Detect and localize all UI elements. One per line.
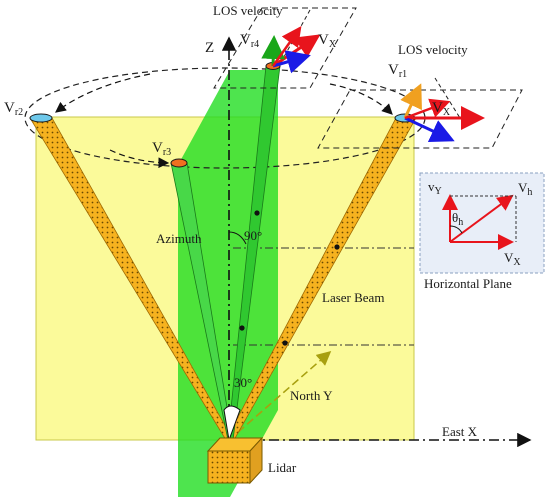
los-velocity-label-right: LOS velocity — [398, 42, 468, 57]
vector-blue-top — [272, 50, 311, 74]
beam-point — [282, 340, 288, 346]
vector-blue-right — [404, 116, 455, 142]
beam-point — [254, 210, 260, 216]
azimuth-label: Azimuth — [156, 231, 202, 246]
beam-tip-vr3 — [170, 158, 188, 168]
vector-red-diag-right — [404, 98, 451, 120]
lidar-label: Lidar — [268, 460, 297, 475]
scan-arrow-left — [55, 73, 151, 113]
inset-vh-label: Vh — [518, 180, 532, 198]
beam-point — [334, 244, 340, 250]
vr4-label: Vr4 — [240, 32, 259, 50]
beam-point — [239, 325, 245, 331]
los-plane-right — [317, 89, 523, 149]
inset-theta-label: θh — [452, 210, 463, 228]
vector-orange-right — [400, 83, 422, 119]
scan-arrow-right — [329, 83, 393, 115]
lidar-box — [206, 436, 264, 485]
los-velocity-label-top: LOS velocity — [213, 3, 283, 18]
vx-right-label: VX — [432, 100, 451, 118]
angle-arc-30 — [223, 405, 241, 442]
north-y-label: North Y — [290, 388, 333, 403]
inset-vx-label: VX — [504, 250, 521, 268]
horizontal-plane-inset — [419, 172, 545, 274]
vector-red-diag-top — [271, 25, 302, 67]
z-axis-label: Z — [205, 40, 214, 56]
los-plane-top — [213, 7, 357, 89]
vr1-label: Vr1 — [388, 62, 407, 80]
east-x-label: East X — [442, 424, 478, 439]
scan-arrow-bottom — [109, 149, 170, 169]
vector-vx-top — [272, 34, 321, 68]
vr2-label: Vr2 — [4, 100, 23, 118]
laser-beam-label: Laser Beam — [322, 290, 384, 305]
vector-green-top — [261, 35, 286, 67]
angle-arc-90 — [228, 231, 247, 245]
inset-vy-label: vY — [428, 179, 442, 197]
vr3-label: Vr3 — [152, 140, 171, 158]
horizontal-plane-label: Horizontal Plane — [424, 276, 512, 291]
vx-top-label: VX — [318, 32, 337, 50]
angle-30-label: 30° — [234, 375, 252, 390]
angle-90-label: 90° — [244, 228, 262, 243]
beam-tip-vr2 — [29, 113, 53, 123]
projection-line — [434, 77, 461, 119]
north-y-axis — [228, 350, 332, 441]
